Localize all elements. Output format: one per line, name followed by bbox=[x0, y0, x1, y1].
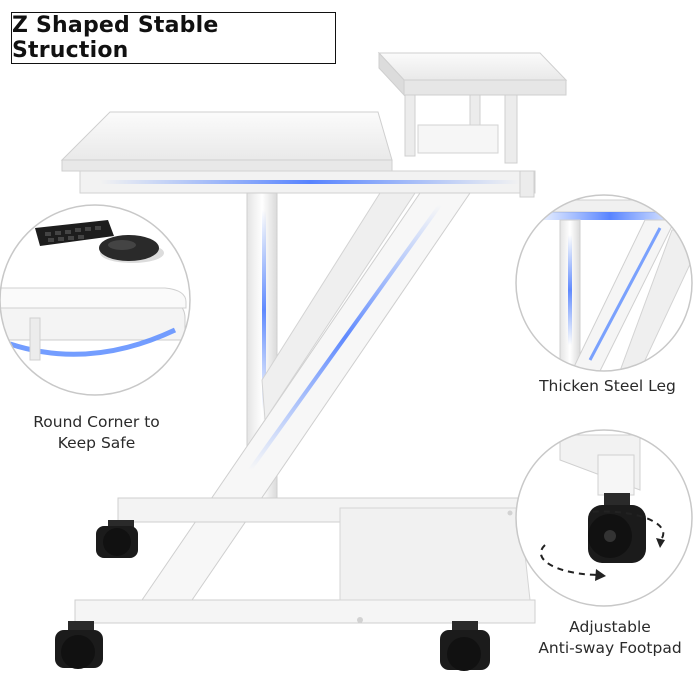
caster-wheel-icon bbox=[96, 520, 138, 558]
caster-wheel-icon bbox=[588, 493, 646, 563]
footpad-line1: Adjustable bbox=[569, 618, 651, 636]
footpad-detail bbox=[515, 429, 693, 607]
footpad-caption: Adjustable Anti-sway Footpad bbox=[524, 617, 696, 659]
round-corner-line2: Keep Safe bbox=[57, 434, 136, 452]
keyboard-icon bbox=[35, 220, 114, 246]
round-corner-line1: Round Corner to bbox=[33, 413, 160, 431]
round-corner-detail bbox=[0, 204, 191, 396]
caster-wheels bbox=[55, 520, 490, 671]
footpad-line2: Anti-sway Footpad bbox=[538, 639, 682, 657]
steel-leg-caption: Thicken Steel Leg bbox=[525, 376, 690, 397]
caster-wheel-icon bbox=[440, 621, 490, 671]
steel-leg-label: Thicken Steel Leg bbox=[539, 377, 676, 395]
steel-leg-detail bbox=[515, 194, 693, 372]
caster-wheel-icon bbox=[55, 621, 103, 669]
page-title: Z Shaped Stable Struction bbox=[12, 13, 219, 63]
monitor-shelf bbox=[377, 51, 568, 164]
title-box: Z Shaped Stable Struction bbox=[11, 12, 336, 64]
round-corner-caption: Round Corner to Keep Safe bbox=[14, 412, 179, 454]
base-frame bbox=[74, 497, 536, 624]
desktop-top bbox=[60, 111, 536, 194]
computer-desk bbox=[55, 51, 568, 671]
rotation-arrow-icon bbox=[539, 510, 665, 581]
right-post bbox=[519, 170, 535, 198]
mouse-icon bbox=[99, 235, 164, 263]
